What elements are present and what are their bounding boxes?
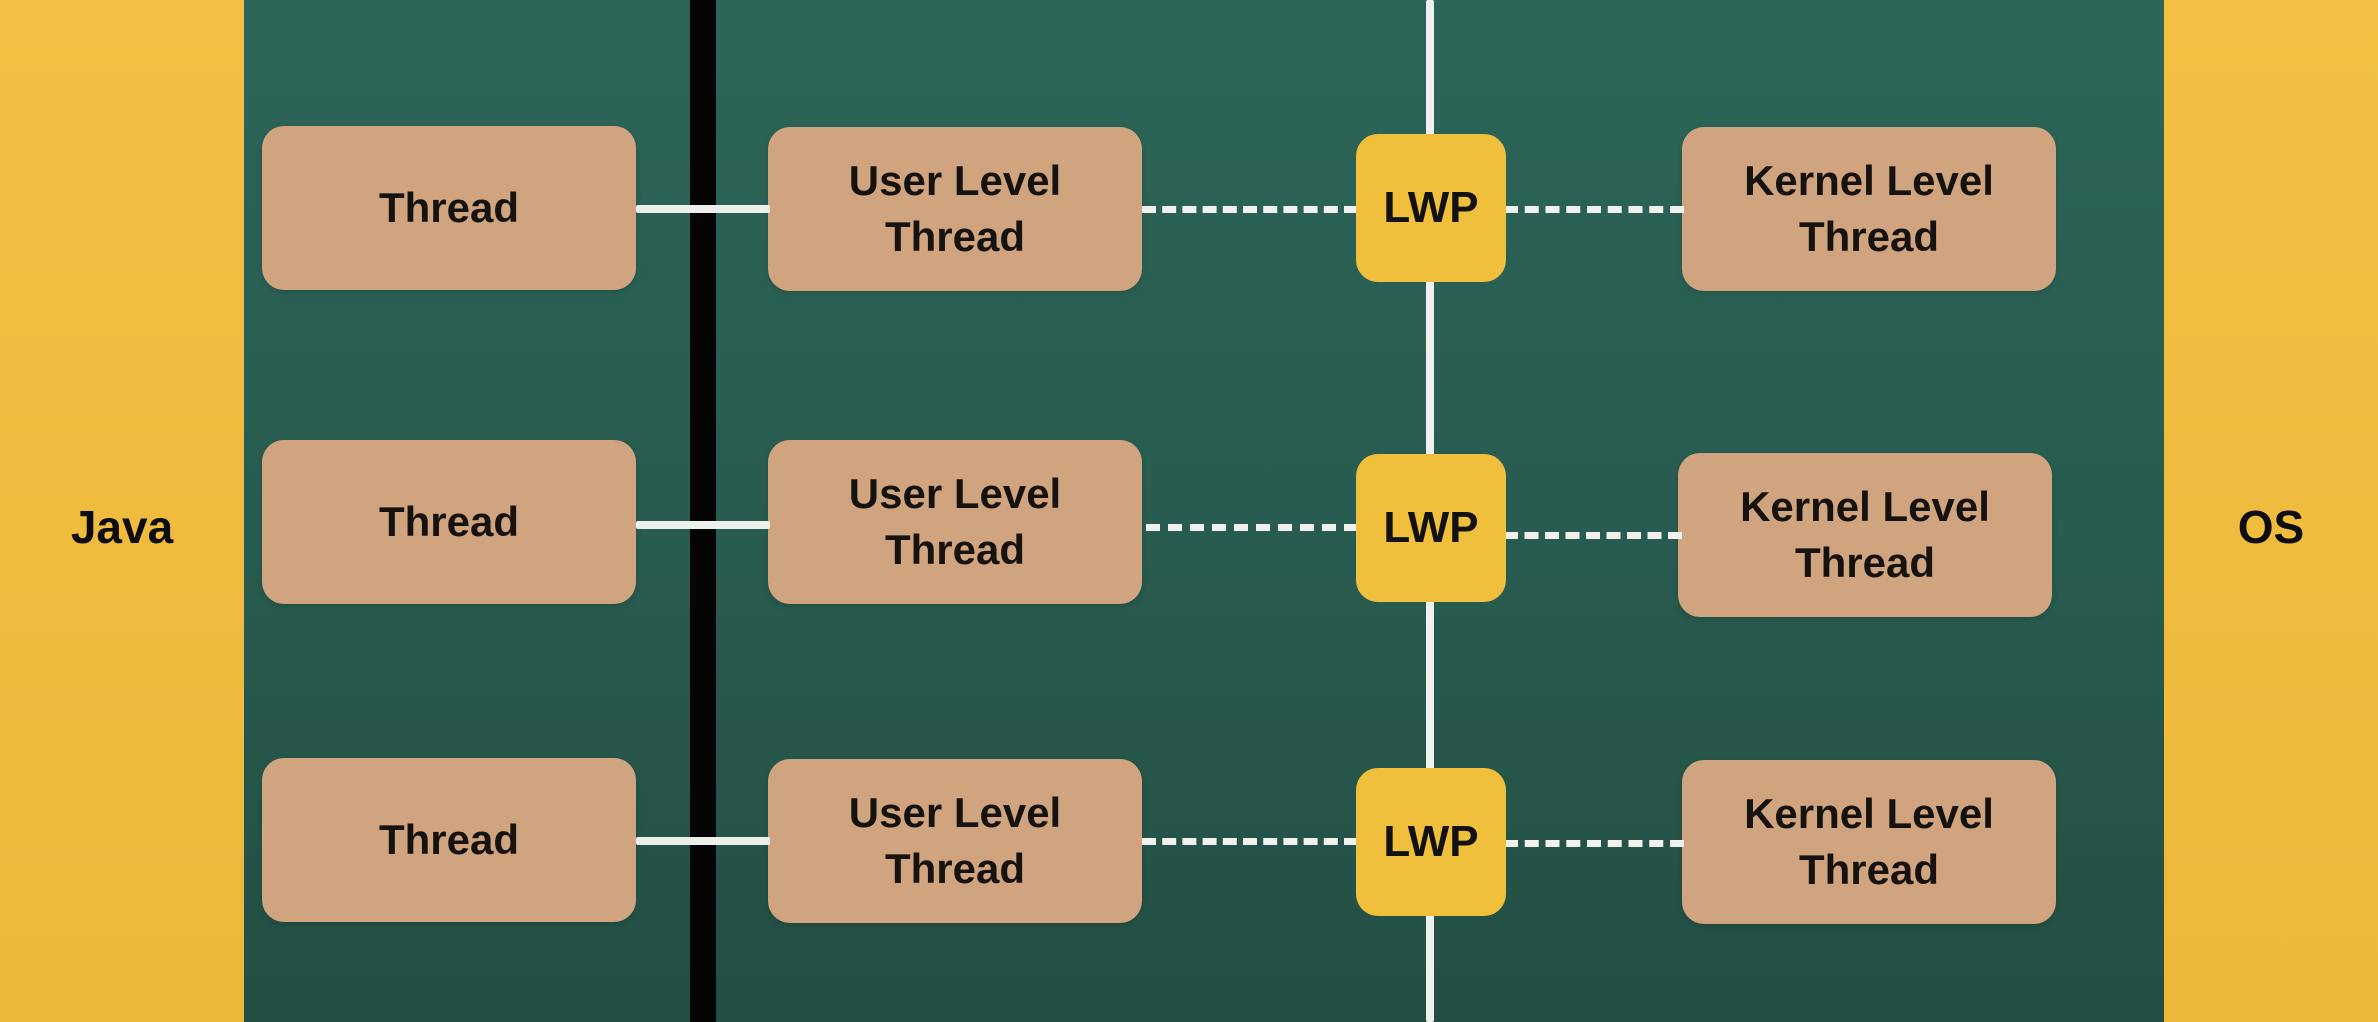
java-thread-box: Thread [262,758,636,922]
lwp-box: LWP [1356,768,1506,916]
lwp-kernel-link [1504,206,1684,213]
user-level-thread-box: User Level Thread [768,440,1142,604]
user-lwp-link [1142,206,1358,213]
user-level-thread-box: User Level Thread [768,127,1142,291]
user-lwp-link [1146,524,1358,531]
java-thread-box: Thread [262,440,636,604]
java-label: Java [70,501,174,553]
thread-user-link [636,205,770,213]
user-level-thread-box: User Level Thread [768,759,1142,923]
user-lwp-link [1142,838,1358,845]
kernel-level-thread-box: Kernel Level Thread [1678,453,2052,617]
java-thread-box: Thread [262,126,636,290]
thread-user-link [636,521,770,529]
lwp-box: LWP [1356,134,1506,282]
lwp-kernel-link [1504,840,1684,847]
lwp-kernel-link [1504,532,1682,539]
lwp-box: LWP [1356,454,1506,602]
os-label: OS [2237,501,2305,553]
thread-user-link [636,837,770,845]
jvm-boundary-divider [690,0,716,1022]
kernel-level-thread-box: Kernel Level Thread [1682,127,2056,291]
kernel-level-thread-box: Kernel Level Thread [1682,760,2056,924]
